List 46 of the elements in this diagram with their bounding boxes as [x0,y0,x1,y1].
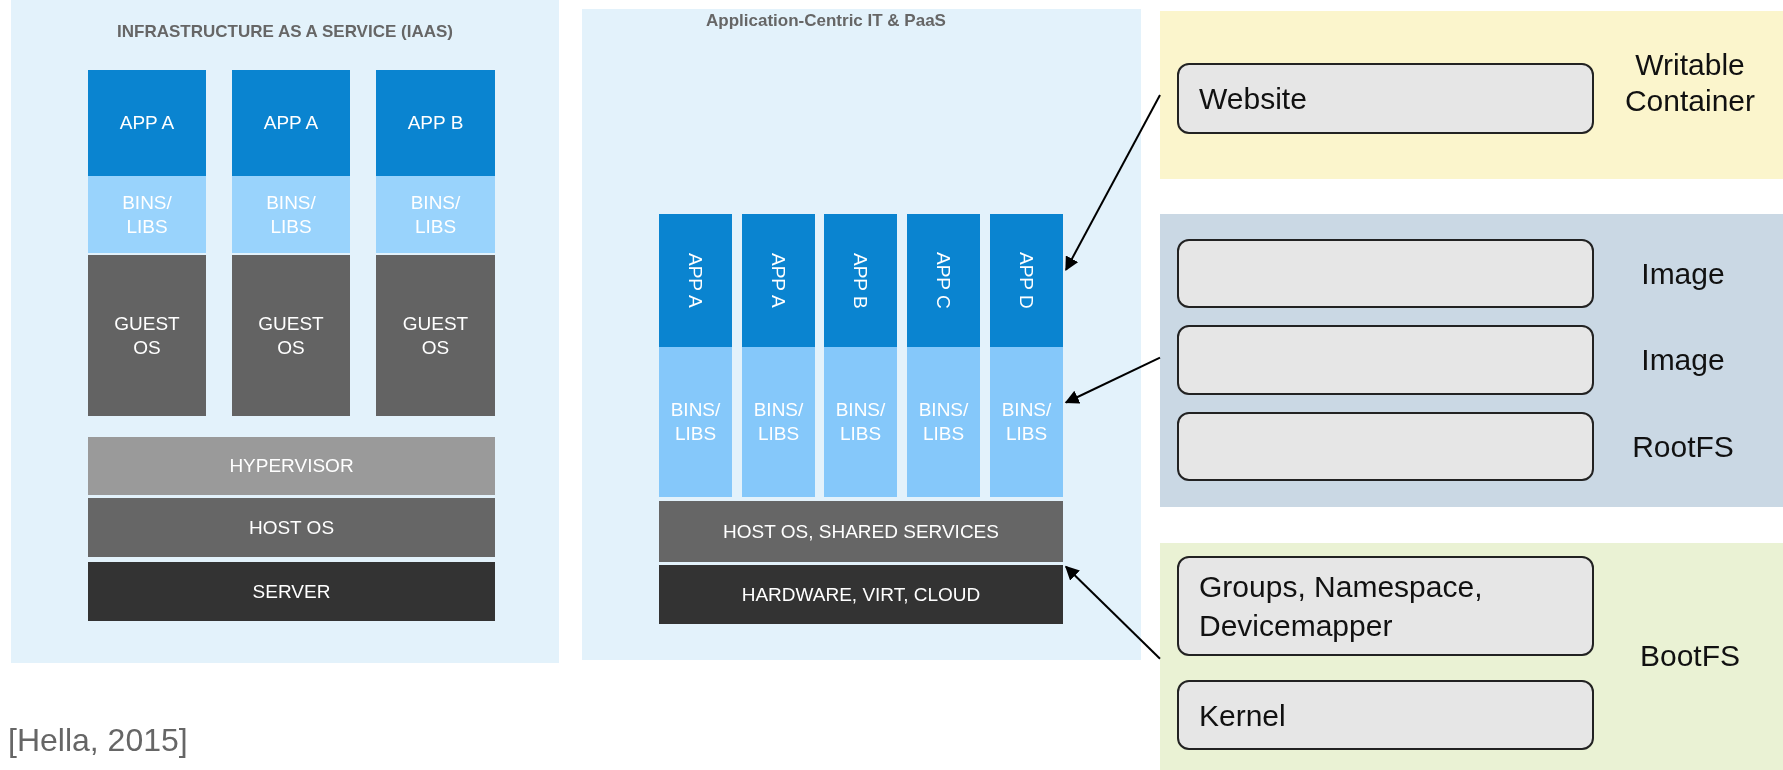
host-os-layer: HOST OS, SHARED SERVICES [659,501,1063,562]
hypervisor-layer: HYPERVISOR [88,437,495,495]
library-layer: BINS/ LIBS [742,347,815,497]
app-layer: APP D [990,214,1063,347]
library-layer: BINS/ LIBS [824,347,897,497]
layer-panel [1160,11,1783,179]
layer-label: Image [1640,342,1726,378]
layer-label: Image [1640,256,1726,292]
layer-label: RootFS [1631,429,1735,465]
layer-label: Writable Container [1623,47,1757,119]
library-layer: BINS/ LIBS [990,347,1063,497]
arrow [1065,94,1161,272]
panel-title: INFRASTRUCTURE AS A SERVICE (IAAS) [116,22,454,42]
stack-panel [11,0,559,663]
guest-os-layer: GUEST OS [88,255,206,416]
app-layer: APP B [376,70,495,176]
layer-box [1177,325,1594,395]
library-layer: BINS/ LIBS [376,176,495,253]
layer-box [1177,239,1594,308]
stack-panel [582,9,1141,660]
library-layer: BINS/ LIBS [659,347,732,497]
server-layer: SERVER [88,562,495,621]
app-layer: APP A [232,70,350,176]
layer-box [1177,412,1594,481]
guest-os-layer: GUEST OS [376,255,495,416]
library-layer: BINS/ LIBS [907,347,980,497]
citation: [Hella, 2015] [8,722,188,759]
app-layer: APP A [659,214,732,347]
arrow [1065,565,1161,660]
panel-title: Application-Centric IT & PaaS [705,11,947,31]
layer-panel [1160,214,1783,507]
host-os-layer: HOST OS [88,498,495,557]
layer-panel [1160,543,1783,770]
layer-box: Kernel [1177,680,1594,750]
arrow [1064,356,1161,404]
library-layer: BINS/ LIBS [88,176,206,253]
app-layer: APP C [907,214,980,347]
hardware-layer: HARDWARE, VIRT, CLOUD [659,565,1063,624]
library-layer: BINS/ LIBS [232,176,350,253]
app-layer: APP A [742,214,815,347]
app-layer: APP A [88,70,206,176]
app-layer: APP B [824,214,897,347]
layer-label: BootFS [1638,638,1742,674]
guest-os-layer: GUEST OS [232,255,350,416]
layer-box: Groups, Namespace, Devicemapper [1177,556,1594,656]
layer-box: Website [1177,63,1594,134]
